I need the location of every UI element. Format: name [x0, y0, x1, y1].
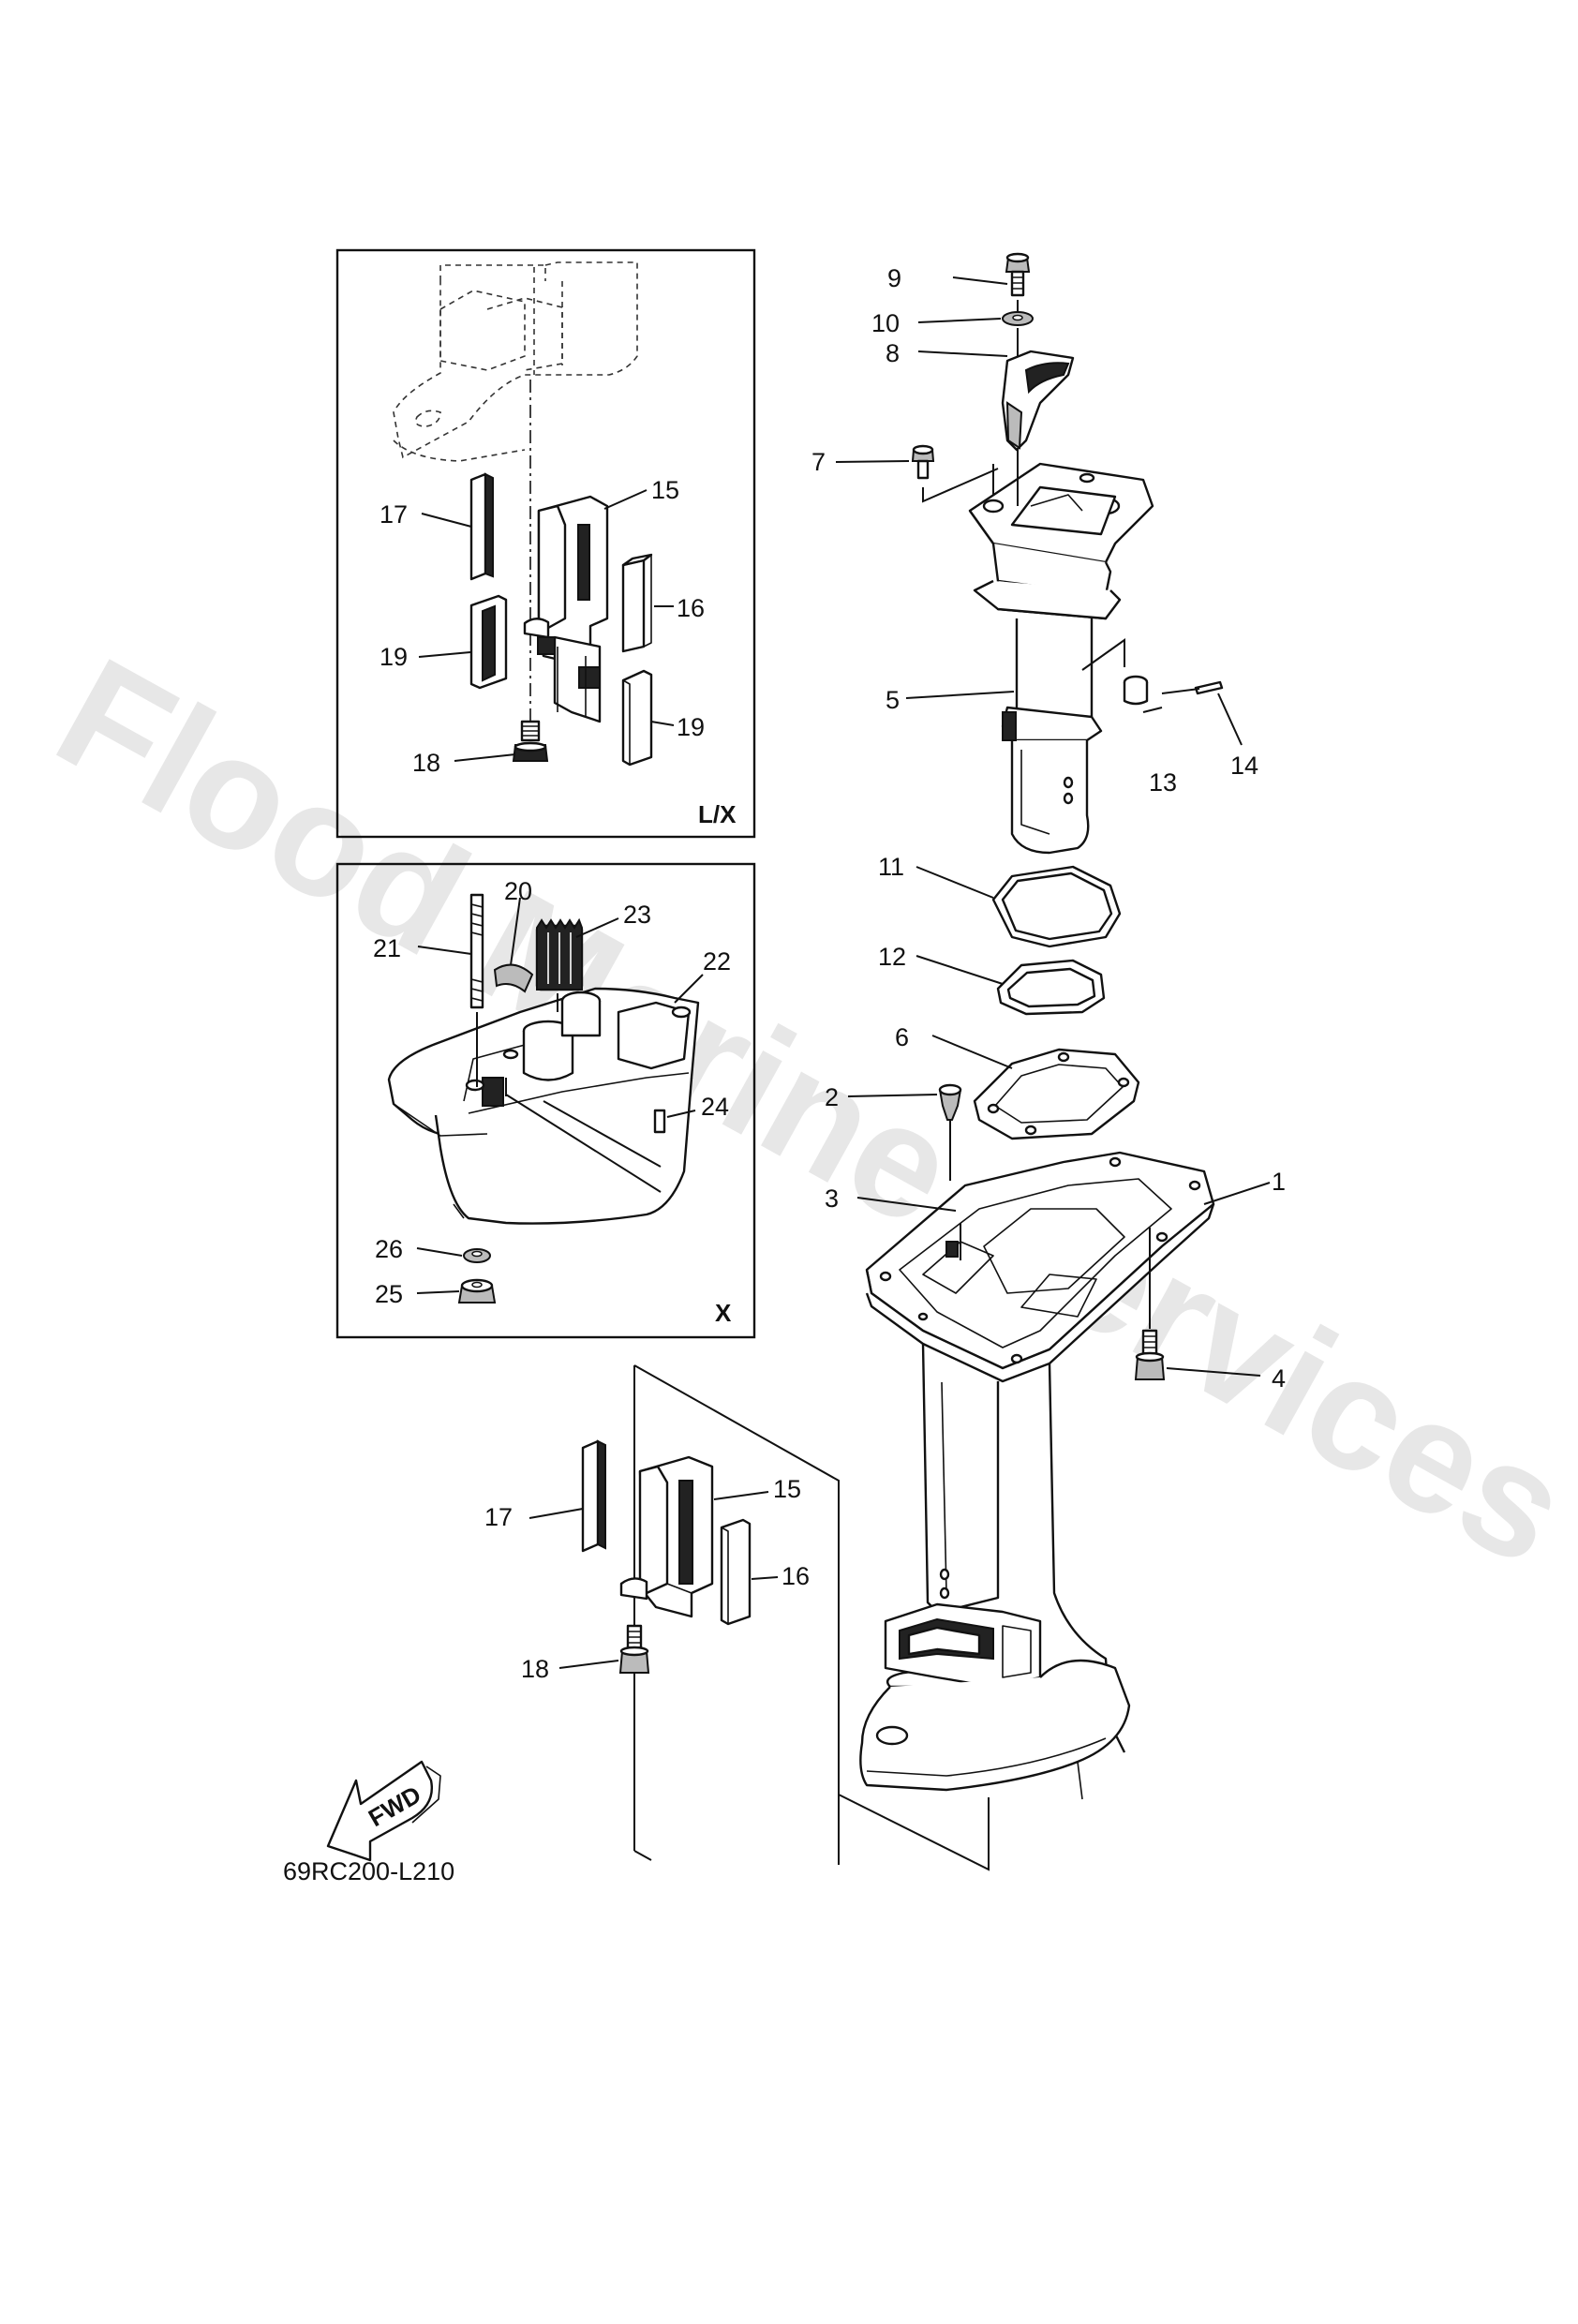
inset-lx-part-19a: [469, 594, 508, 690]
callout-main-17: 17: [484, 1503, 513, 1531]
main-part-17: [581, 1439, 606, 1553]
callout-x-22: 22: [703, 947, 731, 976]
callout-11: 11: [878, 853, 904, 881]
inset-x-part-22: [387, 987, 700, 1225]
callout-x-24: 24: [701, 1093, 729, 1121]
inset-x-part-23: [535, 917, 584, 991]
main-part-5-guide: [1081, 638, 1125, 671]
main-part-7: [911, 444, 935, 480]
main-part-13: [1123, 675, 1149, 706]
callout-8: 8: [886, 339, 900, 367]
inset-x-label: X: [715, 1299, 732, 1327]
inset-lx-frame: [335, 248, 756, 839]
callout-5: 5: [886, 686, 900, 714]
inset-x-part-24: [653, 1109, 666, 1134]
inset-x-part-21: [469, 893, 484, 1009]
inset-x-part-25: [457, 1278, 497, 1304]
main-assembly-phantom: [633, 1364, 990, 1871]
callout-4: 4: [1272, 1364, 1286, 1393]
inset-lx-part-17: [469, 472, 494, 581]
callout-1: 1: [1272, 1168, 1286, 1196]
callout-7: 7: [811, 448, 826, 476]
callout-main-18: 18: [521, 1655, 549, 1683]
callout-lx-19b: 19: [677, 713, 705, 741]
inset-lx-part-16: [621, 553, 653, 653]
inset-lx: 17 15 16 19 19 18 L/X: [335, 248, 756, 839]
main-part-6: [973, 1048, 1140, 1140]
main-part-16: [720, 1518, 752, 1626]
callout-lx-19a: 19: [380, 643, 408, 671]
callout-2: 2: [825, 1083, 839, 1111]
callout-10: 10: [871, 309, 900, 337]
inset-x-part-26: [463, 1248, 491, 1263]
callout-main-15: 15: [773, 1475, 801, 1503]
callout-3: 3: [825, 1184, 839, 1213]
inset-x-part-20: [493, 963, 534, 993]
main-part-8: [1001, 350, 1075, 452]
watermark: Flood Marine Services: [30, 624, 1578, 1600]
callout-9: 9: [887, 264, 901, 292]
callout-14: 14: [1230, 752, 1258, 780]
fwd-direction-arrow: FWD: [326, 1760, 441, 1862]
callout-x-26: 26: [375, 1235, 403, 1263]
main-part-15: [619, 1455, 714, 1618]
inset-lx-label: L/X: [698, 800, 737, 828]
callout-main-16: 16: [782, 1562, 810, 1590]
main-part-11: [991, 865, 1122, 948]
callout-lx-15: 15: [651, 476, 679, 504]
main-part-9: [1005, 252, 1031, 297]
callout-lx-18: 18: [412, 749, 440, 777]
inset-lx-ghost-housing: [393, 261, 638, 462]
callout-lx-17: 17: [380, 500, 408, 529]
inset-lx-part-15: [523, 495, 609, 723]
callout-x-21: 21: [373, 934, 401, 962]
main-part-2: [938, 1083, 962, 1121]
main-part-1: [859, 1151, 1215, 1800]
main-part-18: [618, 1624, 650, 1674]
callout-13: 13: [1149, 768, 1177, 797]
callout-6: 6: [895, 1023, 909, 1051]
drawing-code: 69RC200-L210: [283, 1857, 454, 1885]
callout-x-23: 23: [623, 901, 651, 929]
main-part-10: [1002, 311, 1034, 326]
inset-x-frame: [335, 862, 756, 1339]
callout-12: 12: [878, 943, 906, 971]
inset-lx-part-19b: [621, 669, 653, 767]
main-part-4: [1134, 1329, 1166, 1380]
main-part-12: [996, 959, 1106, 1016]
callout-x-25: 25: [375, 1280, 403, 1308]
callout-lx-16: 16: [677, 594, 705, 622]
main-part-5: [968, 462, 1154, 855]
inset-x: 21 20 23 22 24 26 25 X: [335, 862, 756, 1339]
inset-lx-part-18: [512, 720, 549, 762]
callout-x-20: 20: [504, 877, 532, 905]
main-part-14: [1161, 680, 1224, 695]
